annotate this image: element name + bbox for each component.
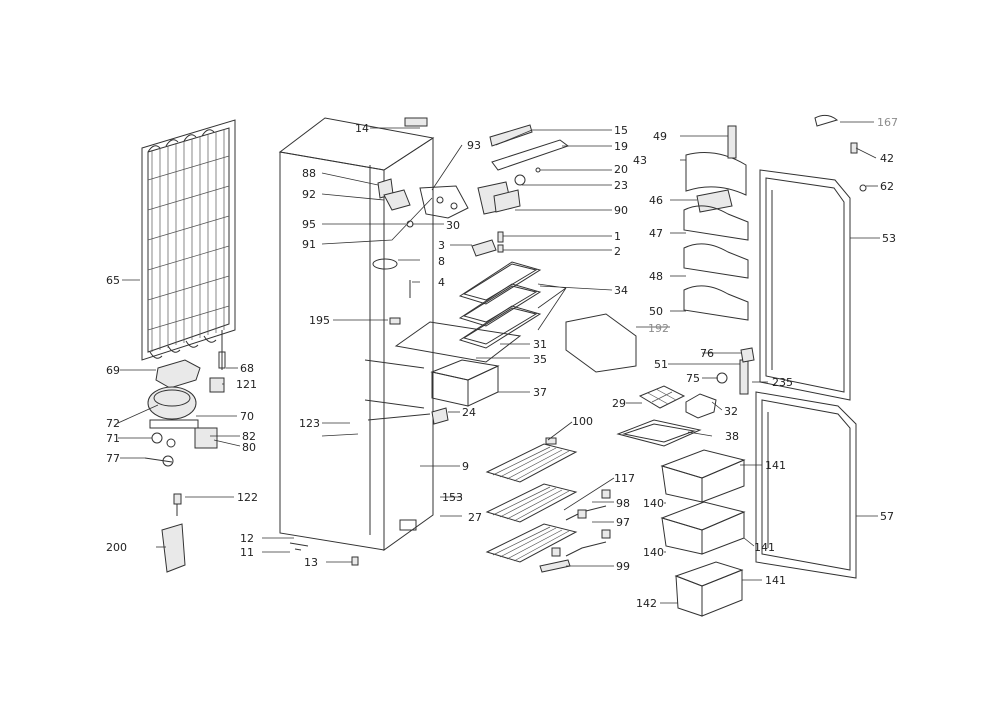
callout-42: 42 — [880, 152, 894, 165]
callout-31: 31 — [533, 338, 547, 351]
callout-122: 122 — [237, 491, 258, 504]
callout-62: 62 — [880, 180, 894, 193]
callout-19: 19 — [614, 140, 628, 153]
callout-2: 2 — [614, 245, 621, 258]
callout-38: 38 — [725, 430, 739, 443]
callout-12: 12 — [240, 532, 254, 545]
callout-24: 24 — [462, 406, 476, 419]
callout-142: 142 — [636, 597, 657, 610]
control-panel-parts — [372, 124, 570, 325]
callout-43: 43 — [633, 154, 647, 167]
callout-labels: 14 15 19 20 23 90 93 88 92 95 91 30 1 2 … — [106, 116, 898, 610]
callout-9: 9 — [462, 460, 469, 473]
callout-80: 80 — [242, 441, 256, 454]
callout-53: 53 — [882, 232, 896, 245]
callout-34: 34 — [614, 284, 628, 297]
callout-98: 98 — [616, 497, 630, 510]
leader-lines — [117, 121, 880, 604]
refrigerator-cabinet — [278, 117, 435, 566]
wire-shelves — [485, 437, 611, 573]
callout-100: 100 — [572, 415, 593, 428]
callout-76: 76 — [700, 347, 714, 360]
callout-195: 195 — [309, 314, 330, 327]
refrigerator-doors — [755, 114, 867, 579]
door-bins — [565, 125, 755, 395]
callout-32: 32 — [724, 405, 738, 418]
callout-35: 35 — [533, 353, 547, 366]
callout-8: 8 — [438, 255, 445, 268]
callout-50: 50 — [649, 305, 663, 318]
callout-192: 192 — [648, 322, 669, 335]
callout-69: 69 — [106, 364, 120, 377]
callout-117: 117 — [614, 472, 635, 485]
callout-93: 93 — [467, 139, 481, 152]
callout-97: 97 — [616, 516, 630, 529]
callout-13: 13 — [304, 556, 318, 569]
callout-20: 20 — [614, 163, 628, 176]
callout-49: 49 — [653, 130, 667, 143]
callout-200: 200 — [106, 541, 127, 554]
compressor-group — [144, 359, 225, 573]
callout-1: 1 — [614, 230, 621, 243]
callout-167: 167 — [877, 116, 898, 129]
callout-4: 4 — [438, 276, 445, 289]
callout-88: 88 — [302, 167, 316, 180]
callout-3: 3 — [438, 239, 445, 252]
freezer-drawers — [660, 449, 746, 617]
callout-141-bottom: 141 — [765, 574, 786, 587]
callout-121: 121 — [236, 378, 257, 391]
callout-14: 14 — [355, 122, 369, 135]
callout-141-top: 141 — [765, 459, 786, 472]
callout-99: 99 — [616, 560, 630, 573]
callout-70: 70 — [240, 410, 254, 423]
callout-71: 71 — [106, 432, 120, 445]
callout-48: 48 — [649, 270, 663, 283]
callout-23: 23 — [614, 179, 628, 192]
glass-shelves — [394, 261, 542, 425]
callout-235: 235 — [772, 376, 793, 389]
callout-57: 57 — [880, 510, 894, 523]
callout-27: 27 — [468, 511, 482, 524]
callout-11: 11 — [240, 546, 254, 559]
callout-47: 47 — [649, 227, 663, 240]
condenser-coil — [141, 119, 236, 370]
callout-46: 46 — [649, 194, 663, 207]
callout-29: 29 — [612, 397, 626, 410]
callout-51: 51 — [654, 358, 668, 371]
callout-95: 95 — [302, 218, 316, 231]
callout-141-middle: 141 — [754, 541, 775, 554]
callout-153: 153 — [442, 491, 463, 504]
callout-91: 91 — [302, 238, 316, 251]
callout-65: 65 — [106, 274, 120, 287]
callout-75: 75 — [686, 372, 700, 385]
callout-140-top: 140 — [643, 497, 664, 510]
callout-92: 92 — [302, 188, 316, 201]
callout-90: 90 — [614, 204, 628, 217]
callout-15: 15 — [614, 124, 628, 137]
callout-30: 30 — [446, 219, 460, 232]
callout-123: 123 — [299, 417, 320, 430]
callout-68: 68 — [240, 362, 254, 375]
callout-140-bottom: 140 — [643, 546, 664, 559]
callout-72: 72 — [106, 417, 120, 430]
callout-77: 77 — [106, 452, 120, 465]
callout-37: 37 — [533, 386, 547, 399]
callout-82: 82 — [242, 430, 256, 443]
freezer-accessories — [616, 385, 717, 447]
